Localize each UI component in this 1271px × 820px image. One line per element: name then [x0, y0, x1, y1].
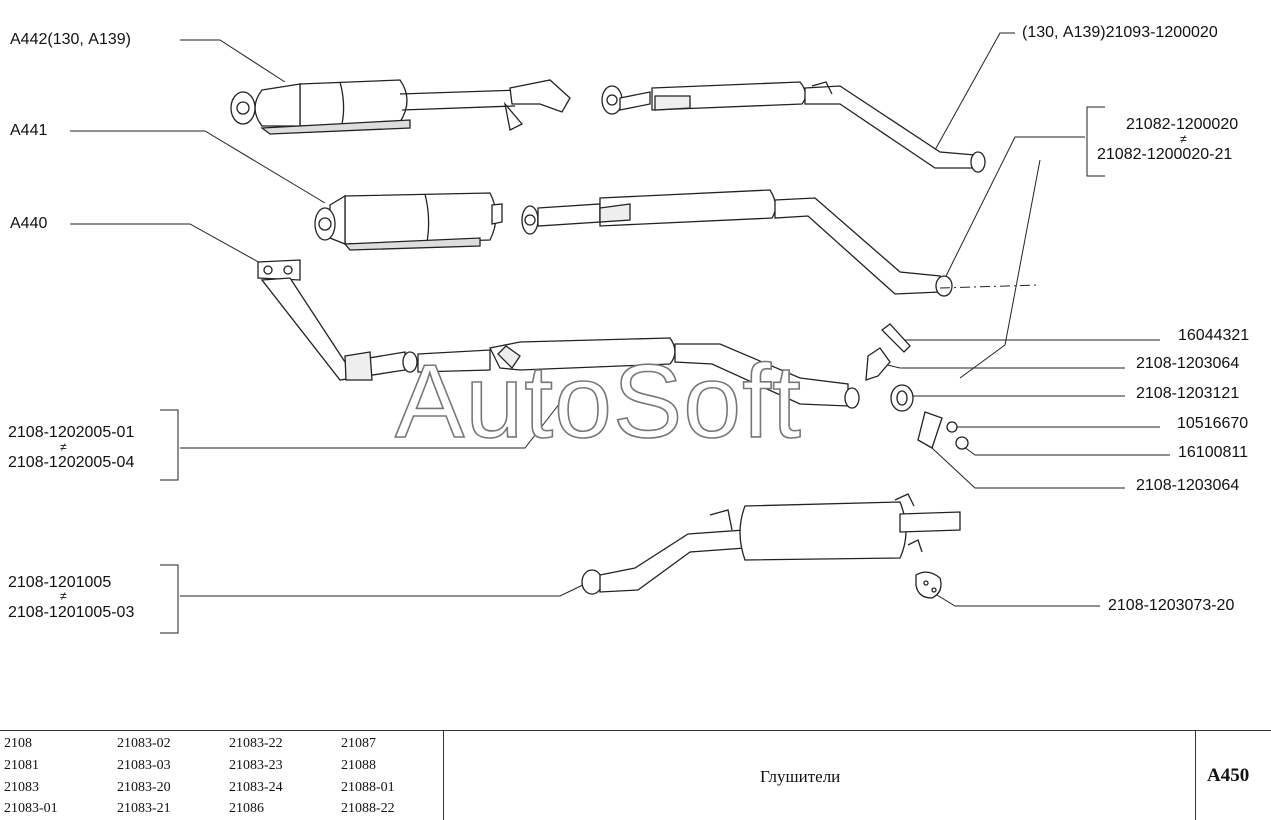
label-alt-muffler-a: 21082-1200020 — [1126, 116, 1239, 133]
model-code: 21087 — [341, 736, 376, 751]
not-equal-sign-1: ≠ — [1180, 132, 1187, 146]
label-nut: 16100811 — [1178, 444, 1248, 461]
resonator — [417, 337, 860, 409]
brackets — [160, 106, 1105, 634]
label-top-right: (130, А139)21093-1200020 — [1022, 24, 1218, 41]
not-equal-sign-2: ≠ — [60, 440, 67, 454]
exhaust-diagram: А442(130, А139) А441 А440 (130, А139)210… — [8, 24, 1250, 634]
bolt-16044321 — [881, 323, 911, 353]
title-block: 2108 21081 21083 21083-01 21083-02 21083… — [0, 730, 1271, 820]
model-code: 21083 — [4, 780, 39, 795]
rubber-cushion — [915, 571, 942, 599]
model-code: 21083-02 — [117, 736, 171, 751]
divider-1 — [443, 731, 444, 820]
converter-a442 — [230, 79, 571, 135]
not-equal-sign-3: ≠ — [60, 589, 67, 603]
model-code: 21083-01 — [4, 801, 58, 816]
label-alt-muffler-b: 21082-1200020-21 — [1097, 146, 1233, 163]
label-muffler-b: 2108-1201005-03 — [8, 604, 135, 621]
gasket-ring — [890, 384, 914, 412]
exhaust-drawing — [70, 32, 1170, 634]
model-code: 21083-22 — [229, 736, 283, 751]
front-pipe-a440 — [257, 259, 418, 381]
label-resonator-b: 2108-1202005-04 — [8, 454, 135, 471]
dash-dot-line — [939, 284, 1041, 289]
model-code: 21081 — [4, 758, 39, 773]
page-caption: Глушители — [760, 767, 841, 786]
label-clamp-upper: 2108-1203064 — [1136, 355, 1240, 372]
model-code: 21088-22 — [341, 801, 395, 816]
model-code: 21083-03 — [117, 758, 171, 773]
label-cushion: 2108-1203073-20 — [1108, 597, 1235, 614]
model-code: 21083-21 — [117, 801, 171, 816]
divider-2 — [1195, 731, 1196, 820]
clamp-lower — [917, 411, 943, 449]
muffler-21082 — [521, 189, 953, 297]
label-a441: А441 — [10, 122, 48, 139]
model-code: 21088-01 — [341, 780, 395, 795]
muffler-21093 — [601, 81, 986, 173]
label-gasket: 2108-1203121 — [1136, 385, 1240, 402]
page-code: А450 — [1207, 765, 1250, 786]
washer-nut — [946, 421, 969, 450]
clamp-upper — [865, 347, 891, 381]
model-code: 21083-24 — [229, 780, 283, 795]
muffler-rear — [581, 493, 961, 595]
model-code: 21088 — [341, 758, 376, 773]
label-a440: А440 — [10, 215, 48, 232]
converter-a441 — [314, 192, 503, 251]
label-clamp-lower: 2108-1203064 — [1136, 477, 1240, 494]
label-a442: А442(130, А139) — [10, 31, 131, 48]
model-code: 21083-23 — [229, 758, 283, 773]
label-bolt: 16044321 — [1178, 327, 1250, 344]
label-washer: 10516670 — [1177, 415, 1249, 432]
model-code: 2108 — [4, 736, 32, 751]
model-code: 21083-20 — [117, 780, 171, 795]
model-code: 21086 — [229, 801, 264, 816]
label-muffler-a: 2108-1201005 — [8, 574, 112, 591]
label-resonator-a: 2108-1202005-01 — [8, 424, 135, 441]
